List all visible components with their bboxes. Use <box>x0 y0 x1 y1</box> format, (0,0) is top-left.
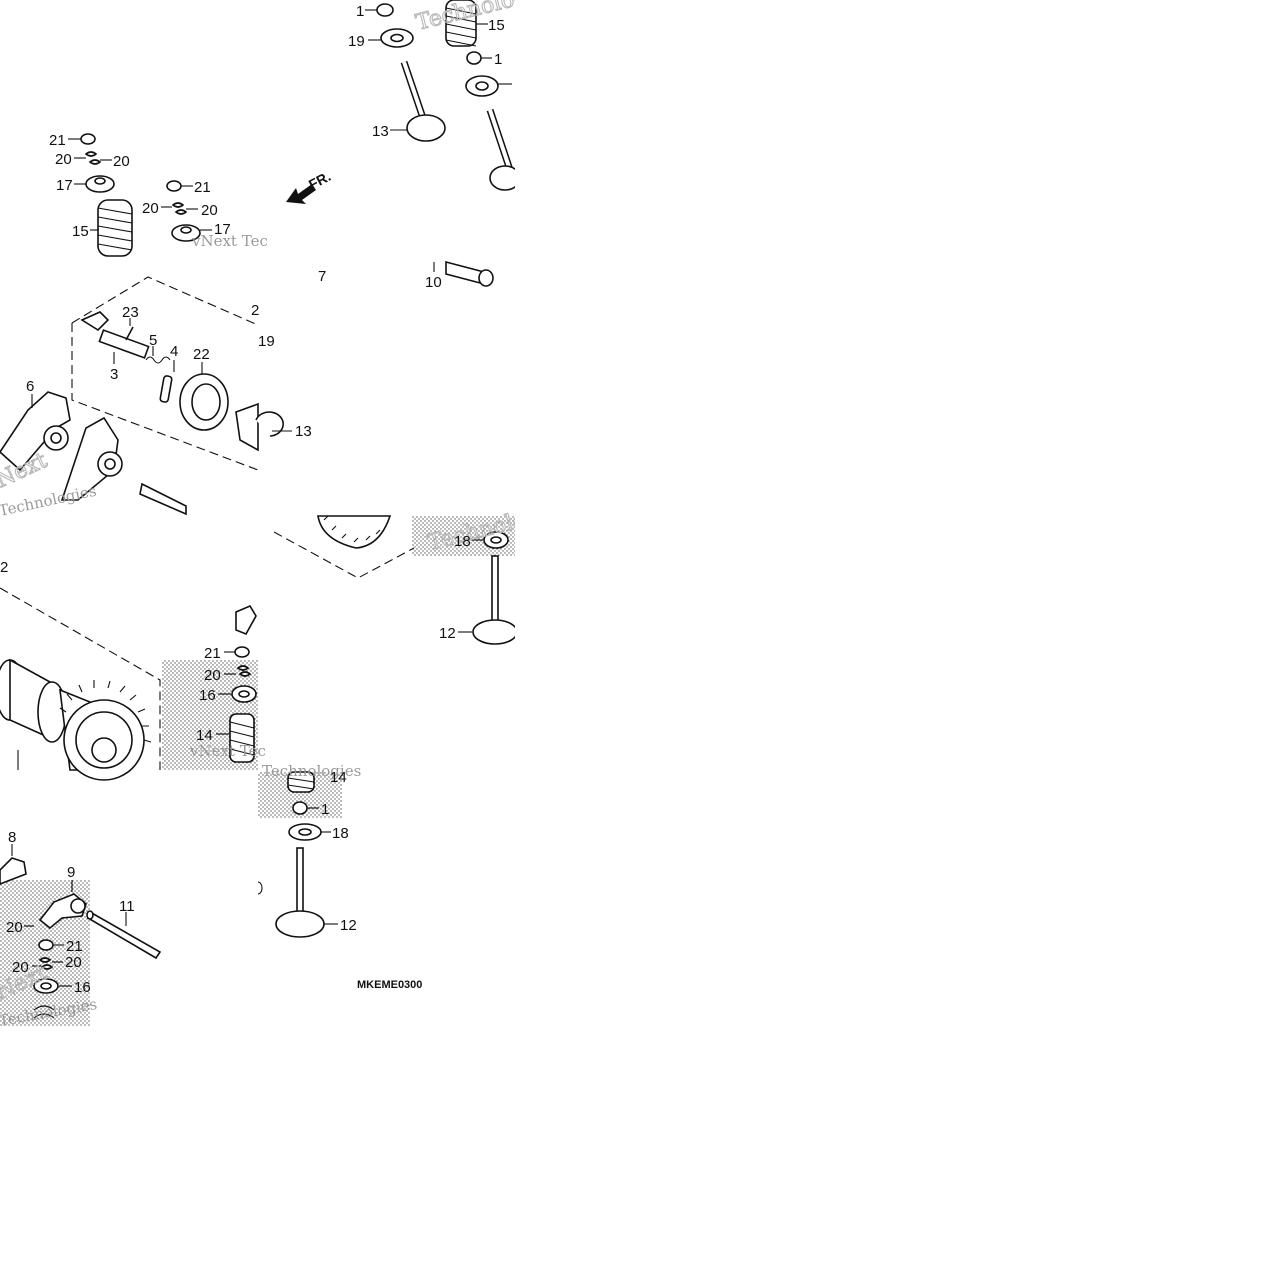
callout-number: 14 <box>330 769 347 786</box>
callout-number: 9 <box>67 864 75 881</box>
callout-number: 7 <box>318 268 326 285</box>
callout-number: 20 <box>6 919 23 936</box>
valve-cotter <box>292 801 308 815</box>
rocker-arm <box>60 416 123 501</box>
callout-number: 21 <box>204 645 221 662</box>
valve-spring <box>287 771 315 793</box>
spring <box>145 346 171 364</box>
tile-spring-retainers: vNext Tec <box>68 133 316 257</box>
callout-number: 6 <box>26 378 34 395</box>
callout-number: 18 <box>332 825 349 842</box>
callout-number: 20 <box>12 959 29 976</box>
callout-number: 20 <box>201 202 218 219</box>
camshaft <box>0 658 152 781</box>
callout-number: 14 <box>196 727 213 744</box>
cotter <box>84 151 98 157</box>
callout-number: 11 <box>119 898 135 915</box>
callout-number: 12 <box>439 625 456 642</box>
callout-number: 20 <box>113 153 130 170</box>
rocker-arm <box>0 391 71 472</box>
decomp-cam <box>235 402 259 452</box>
callout-number: 1 <box>494 51 502 68</box>
watermark: Technologies <box>262 762 361 780</box>
exhaust-valve <box>458 555 518 645</box>
intake-valve <box>486 108 521 191</box>
callout-number: 2 <box>0 559 8 576</box>
valve-cotter <box>466 51 482 65</box>
watermark: vNext Tec <box>191 232 268 250</box>
front-direction-arrow-icon <box>286 184 316 204</box>
callout-number: 17 <box>214 221 231 238</box>
callout-number: 1 <box>321 801 329 818</box>
rocker-shaft <box>86 910 162 960</box>
callout-number: 13 <box>372 123 389 140</box>
valve-spring <box>445 0 488 47</box>
callout-number: 20 <box>65 954 82 971</box>
callout-number: 23 <box>122 304 139 321</box>
callout-number: 19 <box>348 33 365 50</box>
tile-valve-bottom: Technologies MKEME0300 <box>257 762 422 991</box>
callout-number: 22 <box>193 346 210 363</box>
cam-sprocket <box>317 515 392 549</box>
diagram-code: MKEME0300 <box>357 979 422 991</box>
callout-number: 1 <box>356 3 364 20</box>
dowel-pin <box>159 375 173 403</box>
bearing <box>179 362 229 431</box>
callout-number: 15 <box>488 17 505 34</box>
callout-number: 12 <box>340 917 357 934</box>
rocker-arm <box>0 844 27 885</box>
tile-camshaft: vNext Tec <box>0 587 266 781</box>
watermark: vNext Tec <box>189 742 266 760</box>
callout-number: 8 <box>8 829 16 846</box>
callout-number: 21 <box>194 179 211 196</box>
callout-number: 20 <box>55 151 72 168</box>
callout-number: 4 <box>170 343 178 360</box>
rocker-arm <box>38 880 87 930</box>
callout-number: 10 <box>425 274 442 291</box>
callout-number: 16 <box>199 687 216 704</box>
callout-number: 19 <box>258 333 275 350</box>
callout-number: 21 <box>66 938 83 955</box>
valve-lifter <box>235 604 257 636</box>
callout-number: 3 <box>110 366 118 383</box>
callout-number: 21 <box>49 132 66 149</box>
callout-number: 13 <box>295 423 312 440</box>
tile-rocker-lower: Next Technologies <box>0 844 162 1030</box>
intake-valve <box>390 60 446 142</box>
rocker-shaft-bolt <box>80 311 150 364</box>
valve-stem-seal <box>368 28 414 48</box>
callout-number: 16 <box>74 979 91 996</box>
spring-seat <box>80 133 96 145</box>
rocker-shaft <box>433 260 494 287</box>
valve <box>275 847 338 938</box>
tile-rocker-arms: Next Technologies <box>0 260 494 520</box>
callout-number: 2 <box>251 302 259 319</box>
callout-number: 20 <box>204 667 221 684</box>
callout-number: 5 <box>149 332 157 349</box>
callout-number: 15 <box>72 223 89 240</box>
valve-spring <box>216 713 255 763</box>
callout-number: 20 <box>142 200 159 217</box>
callout-number: 18 <box>454 533 471 550</box>
valve-cotter <box>365 3 394 17</box>
callout-number: 17 <box>56 177 73 194</box>
valve-spring <box>90 199 133 257</box>
rocker-shaft <box>139 482 187 516</box>
